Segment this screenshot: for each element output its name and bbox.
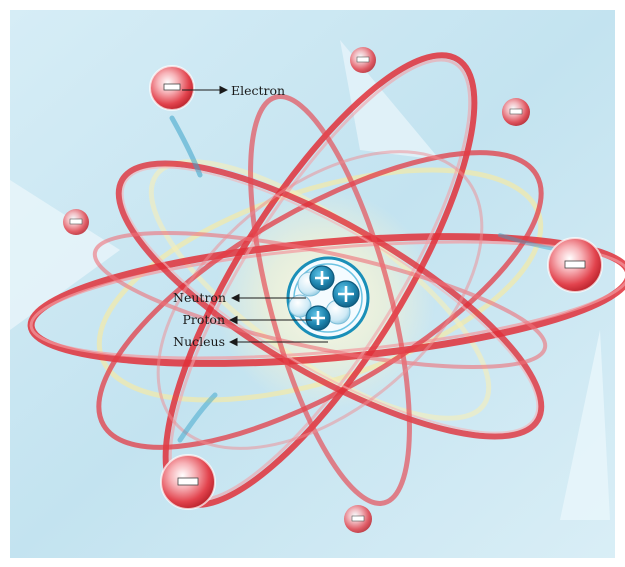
minus-icon: [509, 108, 523, 115]
minus-icon: [69, 218, 83, 225]
leader-lines: [182, 85, 328, 347]
minus-icon: [356, 56, 370, 63]
electron-particle: [344, 505, 372, 533]
proton-particle: [309, 265, 335, 291]
orbit-path: [115, 160, 545, 440]
proton-label: Proton: [182, 312, 225, 327]
neutron-particle: [288, 294, 312, 318]
electron-particle: [160, 454, 216, 510]
background-shard: [560, 330, 610, 520]
proton-particle: [332, 280, 360, 308]
orbit-path: [156, 150, 484, 450]
orbit-path: [92, 230, 548, 370]
background-shard: [10, 180, 120, 330]
plus-icon: [311, 311, 325, 325]
electron-particle: [63, 209, 89, 235]
electron-label: Electron: [231, 83, 285, 98]
orbit-path: [248, 94, 412, 506]
electron-particle: [502, 98, 530, 126]
orbit-path: [121, 166, 539, 434]
electron-particle: [547, 237, 603, 293]
neutron-label: Neutron: [173, 290, 226, 305]
minus-icon: [564, 260, 586, 269]
nucleus: [286, 256, 370, 340]
plus-icon: [315, 271, 329, 285]
proton-particle: [305, 305, 331, 331]
plus-icon: [338, 286, 354, 302]
minus-icon: [163, 83, 181, 91]
minus-icon: [351, 515, 365, 522]
electron-trail: [169, 115, 203, 178]
electron-particle: [149, 65, 195, 111]
nucleus-label: Nucleus: [173, 334, 225, 349]
orbit-path: [96, 150, 544, 450]
electron-trail: [177, 392, 218, 443]
electron-particle: [350, 47, 376, 73]
minus-icon: [177, 477, 199, 486]
